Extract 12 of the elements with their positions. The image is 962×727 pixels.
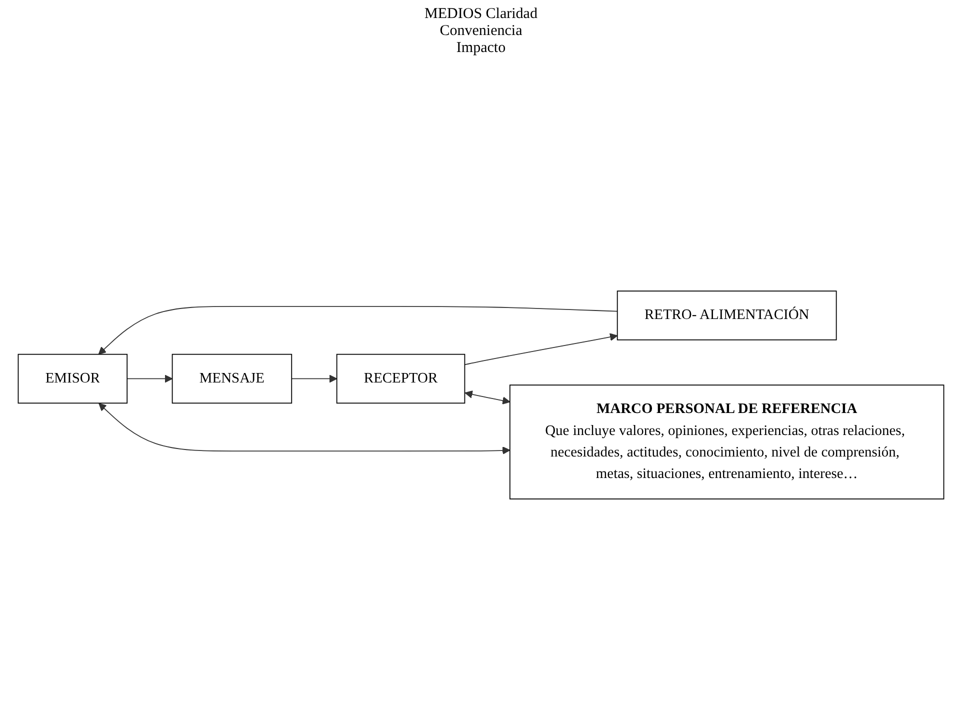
arrow	[126, 374, 173, 383]
node-box: MENSAJE	[172, 354, 292, 404]
node-box: RECEPTOR	[336, 354, 466, 404]
node-box: MARCO PERSONAL DE REFERENCIA Que incluye valores, opiniones, experiencias, otras relaciones, necesidades, actitudes, conocimiento, nivel de comprensión, metas, situaciones, entrenamiento, interese…	[509, 384, 944, 500]
node-box: EMISOR	[18, 354, 128, 404]
arrow	[464, 390, 510, 404]
arrow	[464, 333, 618, 366]
arrow	[98, 403, 510, 454]
node-box: RETRO- ALIMENTACIÓN	[616, 290, 837, 340]
arrow	[98, 306, 618, 355]
note-text: MEDIOS Claridad Conveniencia Impacto	[424, 6, 538, 57]
arrow	[291, 374, 338, 383]
